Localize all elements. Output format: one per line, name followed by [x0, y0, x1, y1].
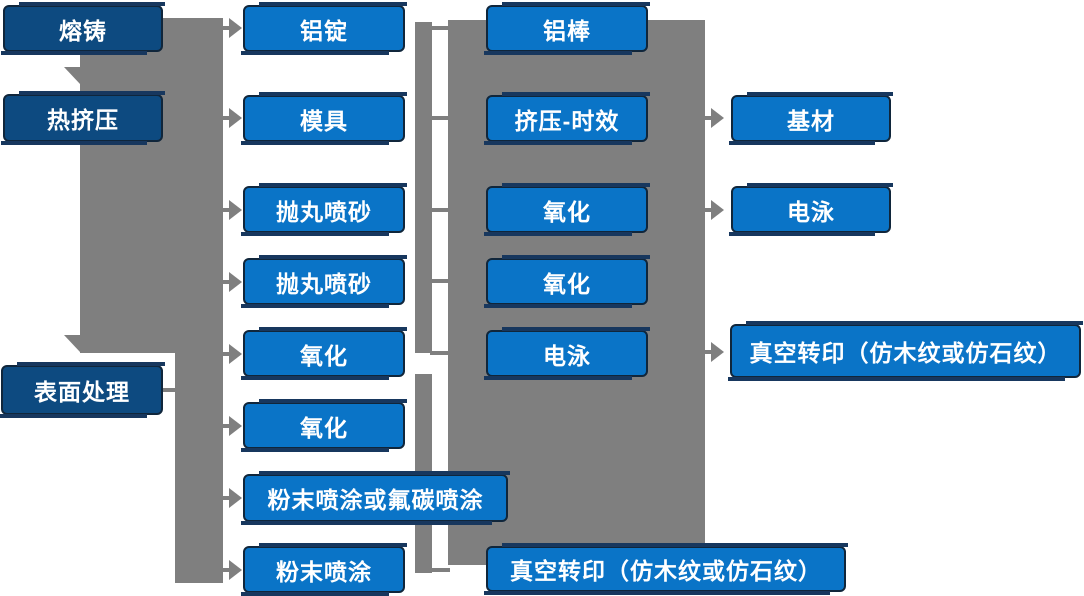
node-extrusion-aging: 挤压-时效: [484, 92, 650, 145]
arrow-down-to-surface-treatment: [64, 335, 96, 352]
node-oxidation-2: 氧化: [241, 399, 407, 452]
node-oxidation-1: 氧化: [241, 327, 407, 380]
arrow-to-electrophoresis-finish: [702, 200, 724, 220]
link-line-extrusion-aging: [430, 116, 450, 120]
node-vacuum-transfer-finish: 真空转印（仿木纹或仿石纹）: [728, 321, 1083, 381]
node-oxidation-4: 氧化: [484, 255, 650, 308]
arrow-to-powder-fluorocarbon: [220, 488, 242, 508]
arrow-to-mold: [220, 108, 242, 128]
node-shot-blasting-2: 抛丸喷砂: [241, 255, 407, 308]
node-powder-coating: 粉末喷涂: [241, 543, 407, 596]
node-substrate: 基材: [729, 92, 893, 145]
link-line-aluminum-rod: [430, 26, 450, 30]
arrow-to-shot-blasting-2: [220, 272, 242, 292]
node-powder-or-fluorocarbon-coating: 粉末喷涂或氟碳喷涂: [241, 471, 510, 525]
arrow-to-aluminum-ingot: [220, 18, 242, 38]
node-oxidation-3: 氧化: [484, 183, 650, 236]
arrow-to-vacuum-transfer-finish: [702, 342, 724, 362]
node-melting-casting: 熔铸: [1, 2, 165, 55]
collector-bar-upper: [415, 22, 432, 353]
arrow-to-oxidation-2: [220, 416, 242, 436]
link-line-electrophoresis: [430, 351, 450, 355]
link-line-oxidation-1: [430, 208, 450, 212]
node-shot-blasting-1: 抛丸喷砂: [241, 183, 407, 236]
arrow-down-to-hot-extrusion: [64, 67, 96, 84]
arrow-to-oxidation-1: [220, 344, 242, 364]
node-mold: 模具: [241, 92, 407, 145]
node-aluminum-ingot: 铝锭: [241, 2, 407, 55]
arrow-to-powder-coating: [220, 560, 242, 580]
node-vacuum-transfer-mid: 真空转印（仿木纹或仿石纹）: [484, 543, 848, 595]
node-electrophoresis-finish: 电泳: [729, 183, 893, 236]
link-line-oxidation-2: [430, 279, 450, 283]
node-hot-extrusion: 热挤压: [1, 91, 165, 145]
node-surface-treatment: 表面处理: [0, 362, 165, 418]
link-line-surface-treatment: [163, 388, 177, 392]
main-trunk-upper: [80, 18, 223, 353]
node-aluminum-rod: 铝棒: [484, 2, 650, 55]
link-line-vacuum-transfer: [430, 568, 450, 572]
node-electrophoresis-mid: 电泳: [484, 327, 650, 380]
arrow-to-shot-blasting-1: [220, 200, 242, 220]
arrow-to-substrate: [702, 108, 724, 128]
main-trunk-lower: [175, 353, 223, 583]
